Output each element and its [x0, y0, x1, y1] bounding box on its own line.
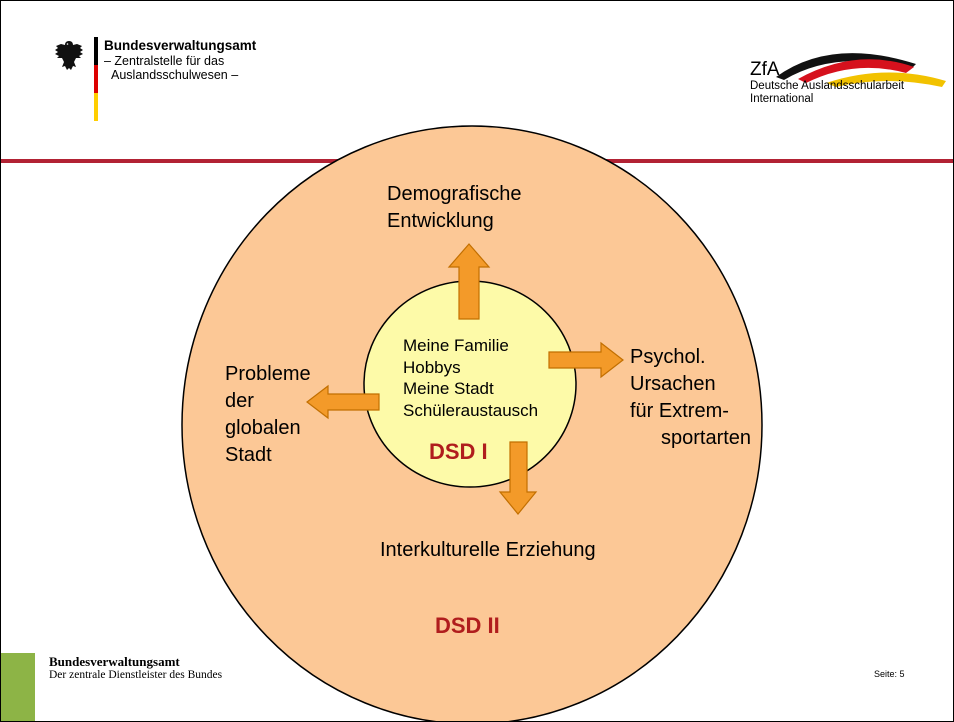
- label-left-line-2: der: [225, 390, 254, 412]
- arrow-left: [306, 384, 380, 420]
- zfa-logo: [776, 53, 946, 87]
- federal-eagle-icon: [55, 41, 83, 70]
- page-number: Seite: 5: [874, 669, 905, 679]
- label-bottom: Interkulturelle Erziehung: [380, 539, 596, 561]
- label-right-line-1: Psychol.: [630, 346, 706, 368]
- agency-division-line-2: Auslandsschulwesen –: [111, 68, 239, 82]
- arrow-right: [548, 341, 624, 379]
- german-flag-bar: [94, 37, 98, 121]
- footer-accent-bar: [1, 653, 35, 721]
- agency-name: Bundesverwaltungsamt: [104, 38, 257, 53]
- label-top-line-2: Entwicklung: [387, 210, 494, 232]
- label-right-line-2: Ursachen: [630, 373, 716, 395]
- agency-division-line-1: – Zentralstelle für das: [104, 54, 225, 68]
- zfa-name-line-1: Deutsche Auslandsschularbeit: [750, 80, 905, 92]
- inner-topic-2: Hobbys: [403, 358, 461, 377]
- outer-circle-label: DSD II: [435, 613, 500, 638]
- zfa-name-line-2: International: [750, 93, 814, 105]
- label-right-line-3: für Extrem-: [630, 400, 729, 422]
- label-top-line-1: Demografische: [387, 183, 522, 205]
- footer-agency-name: Bundesverwaltungsamt: [49, 654, 180, 669]
- label-left-line-1: Probleme: [225, 363, 311, 385]
- footer-tagline: Der zentrale Dienstleister des Bundes: [49, 669, 223, 681]
- label-left-line-4: Stadt: [225, 444, 272, 466]
- arrow-down: [498, 441, 538, 515]
- inner-topic-1: Meine Familie: [403, 336, 509, 355]
- inner-circle-label: DSD I: [429, 439, 488, 464]
- inner-topic-4: Schüleraustausch: [403, 401, 539, 420]
- arrow-up: [447, 243, 491, 320]
- label-left-line-3: globalen: [225, 417, 301, 439]
- inner-topic-3: Meine Stadt: [403, 379, 494, 398]
- zfa-abbreviation: ZfA: [750, 59, 780, 80]
- label-right-line-4: sportarten: [661, 427, 752, 449]
